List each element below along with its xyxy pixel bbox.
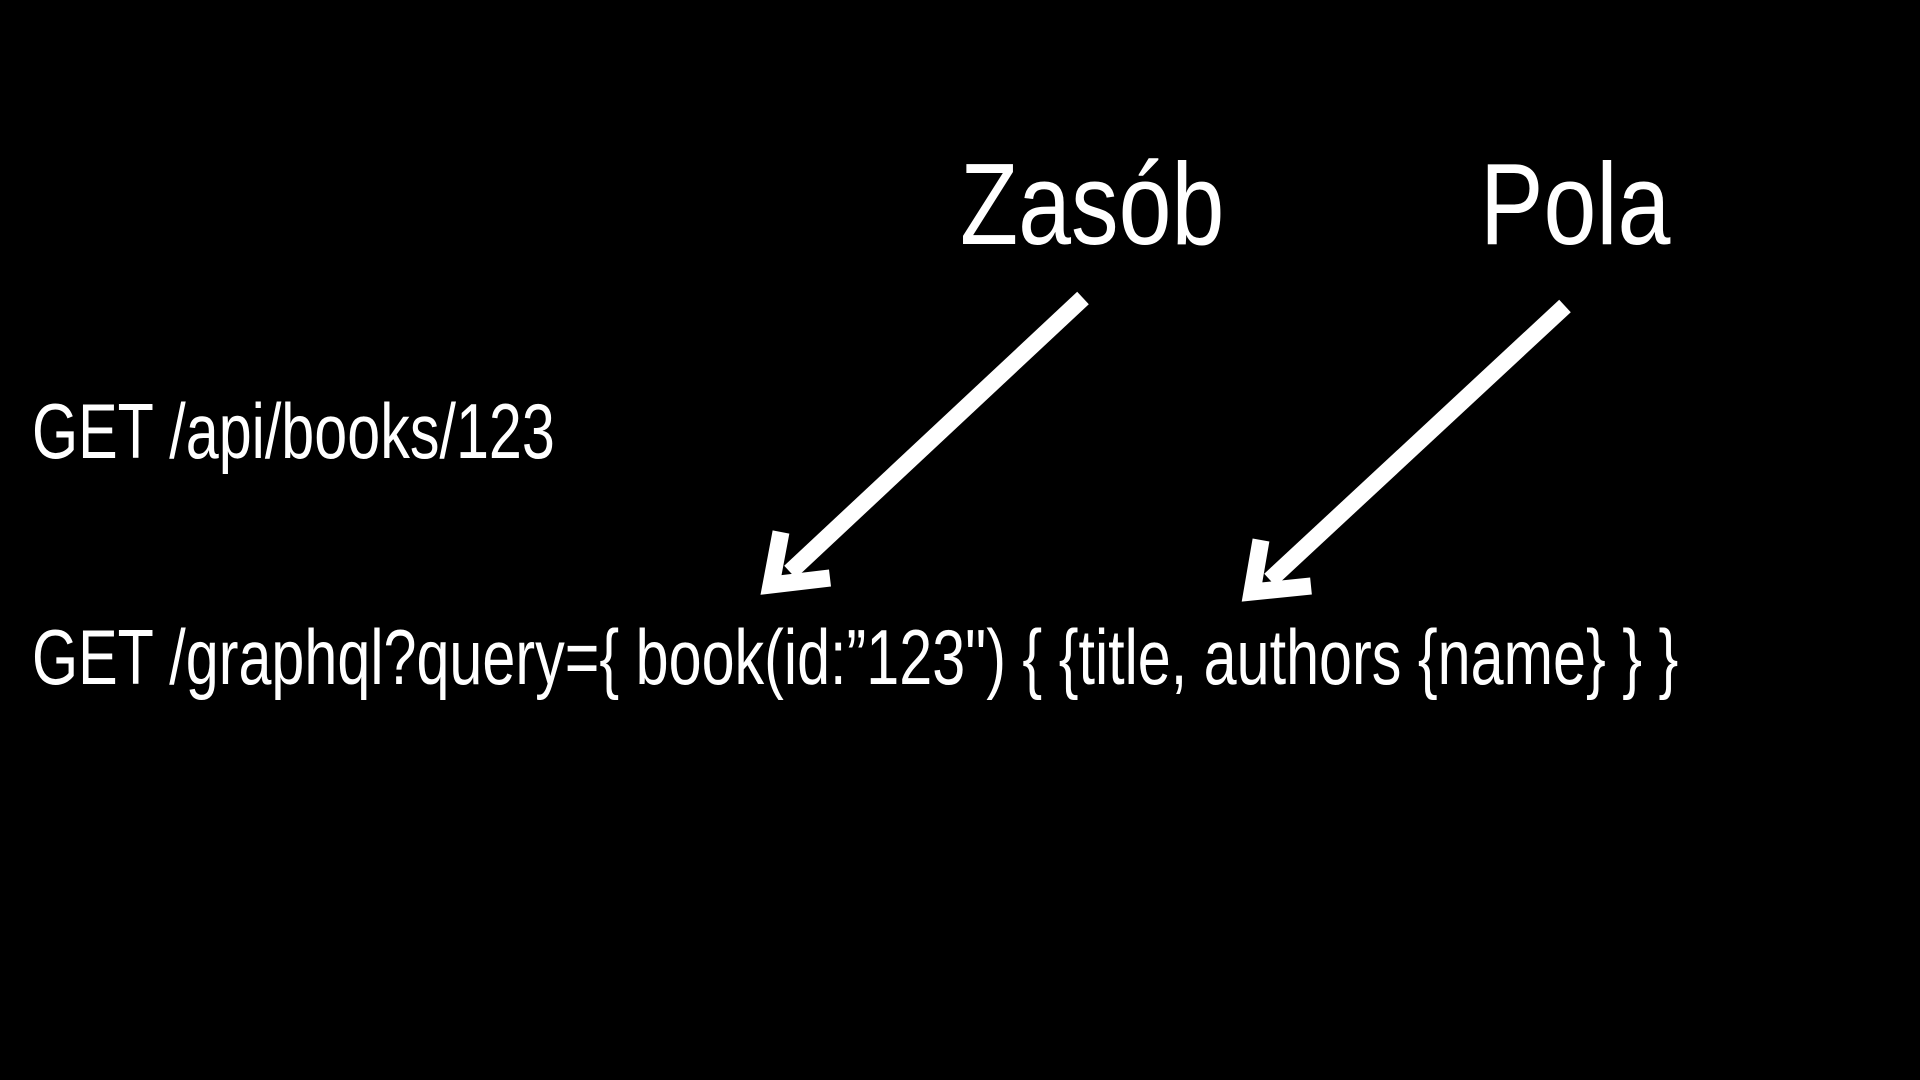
rest-request-line: GET /api/books/123 <box>32 387 555 475</box>
fields-label: Pola <box>1480 139 1671 269</box>
fields-arrow-head <box>1241 538 1312 602</box>
resource-arrow-icon <box>760 291 1089 595</box>
fields-arrow-icon <box>1241 299 1571 602</box>
graphql-request-line: GET /graphql?query={ book(id:”123") { {t… <box>32 613 1679 701</box>
fields-arrow-shaft <box>1264 299 1571 587</box>
resource-arrow-shaft <box>784 291 1089 579</box>
resource-label: Zasób <box>960 139 1225 269</box>
resource-arrow-head <box>760 530 832 595</box>
